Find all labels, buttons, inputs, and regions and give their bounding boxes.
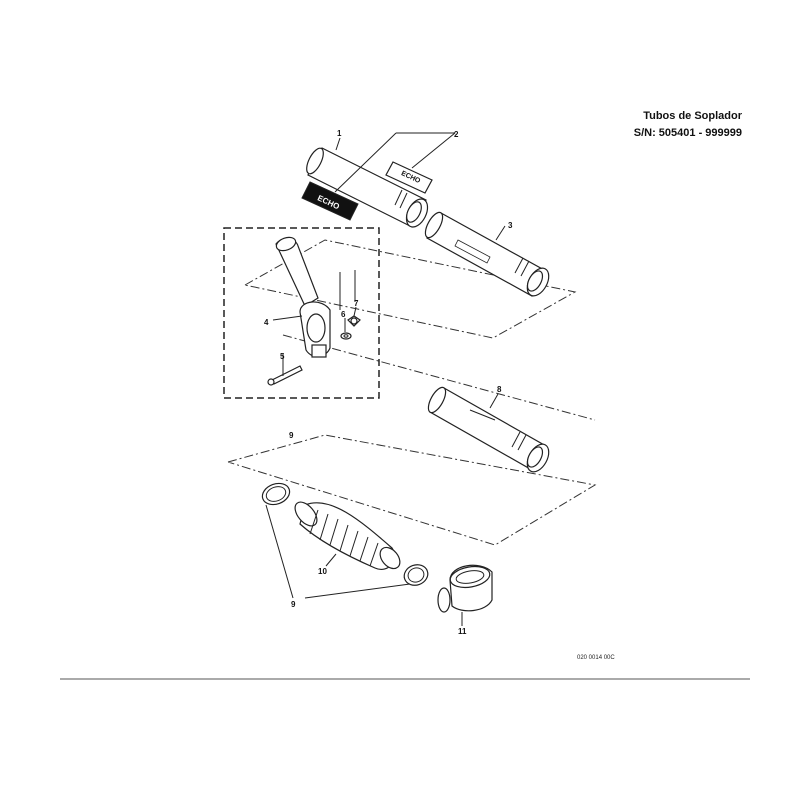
serial-number-range: S/N: 505401 - 999999	[633, 127, 742, 139]
callout-10: 10	[318, 567, 327, 576]
part-7-wing-nut	[347, 315, 361, 327]
alignment-lines	[227, 239, 597, 546]
part-11-elbow	[437, 564, 493, 613]
part-5-bolt	[267, 365, 303, 386]
part-6-washer	[340, 332, 352, 340]
leader-lines	[265, 132, 506, 626]
callout-7: 7	[354, 299, 359, 308]
callout-11: 11	[458, 627, 467, 636]
part-4-handle	[275, 236, 331, 358]
callout-3: 3	[508, 221, 513, 230]
drawing-code: 020 0014 00C	[577, 655, 615, 661]
part-3-middle-pipe	[424, 211, 550, 297]
callout-8: 8	[497, 385, 502, 394]
kit-box	[223, 227, 380, 399]
part-8-lower-pipe	[427, 386, 550, 473]
callout-4: 4	[264, 318, 269, 327]
part-1-upper-pipe	[306, 147, 429, 228]
callout-2: 2	[454, 130, 459, 139]
callout-1: 1	[337, 129, 342, 138]
callout-numbers: 1 2 3 4 5 6 7 8 9 9 10 11	[264, 129, 513, 636]
callout-9-top: 9	[289, 431, 294, 440]
callout-6: 6	[341, 310, 346, 319]
callout-9: 9	[291, 600, 296, 609]
part-10-flex-hose	[294, 501, 401, 570]
part-2-labels: ECHO ECHO	[301, 161, 433, 221]
part-9-clamps	[261, 482, 429, 586]
callout-5: 5	[280, 352, 285, 361]
diagram-title: Tubos de Soplador	[643, 110, 742, 122]
